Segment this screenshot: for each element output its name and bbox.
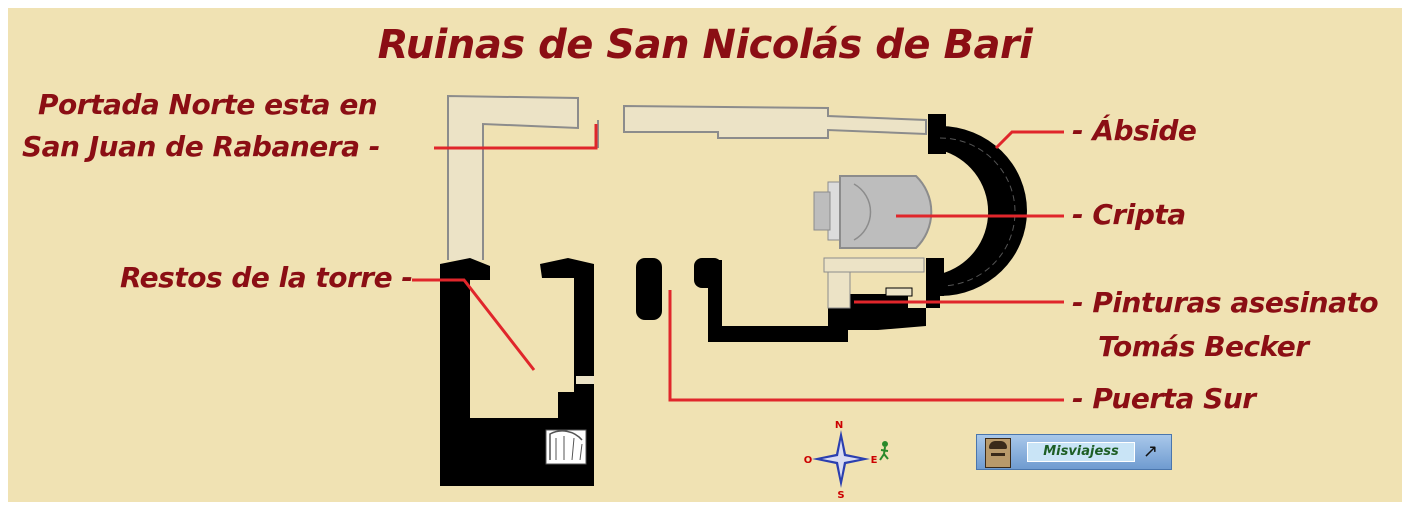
pointer-torre	[412, 278, 536, 371]
badge-text: Misviajess	[1027, 442, 1135, 462]
pointer-lines	[412, 124, 1064, 402]
compass-s: S	[837, 490, 844, 501]
label-portada-line1: Portada Norte esta en	[38, 88, 378, 121]
pointer-puerta-sur	[668, 290, 1064, 402]
pointer-abside	[994, 130, 1064, 150]
label-pinturas-line2: Tomás Becker	[1098, 330, 1309, 363]
bird-icon: ↗	[1143, 441, 1159, 462]
label-portada-line2: San Juan de Rabanera -	[22, 130, 380, 163]
pointer-portada	[434, 124, 598, 150]
crypt	[813, 175, 933, 249]
apse	[926, 114, 1027, 296]
misviajess-badge[interactable]: Misviajess ↗	[976, 434, 1172, 470]
compass-n: N	[835, 420, 843, 431]
label-abside: - Ábside	[1072, 114, 1197, 147]
south-nave-wall	[694, 257, 940, 342]
walker-icon	[879, 441, 889, 461]
page-title: Ruinas de San Nicolás de Bari	[377, 22, 1033, 68]
ruined-nave-wall	[623, 104, 927, 139]
label-torre: Restos de la torre -	[120, 261, 413, 294]
background	[8, 8, 1402, 502]
label-cripta: - Cripta	[1072, 198, 1186, 231]
compass-o: O	[804, 455, 813, 466]
compass-rose: N S O E	[804, 420, 889, 501]
plan-canvas: N S O E Ruinas de San Nicolás de Bari Po…	[8, 8, 1402, 502]
tower-remains	[440, 258, 594, 486]
pillar	[636, 258, 662, 320]
floor-plan: N S O E	[8, 8, 1402, 502]
avatar-icon	[985, 438, 1011, 468]
compass-e: E	[871, 455, 878, 466]
label-pinturas-line1: - Pinturas asesinato	[1072, 286, 1379, 319]
label-puerta-sur: - Puerta Sur	[1072, 382, 1256, 415]
